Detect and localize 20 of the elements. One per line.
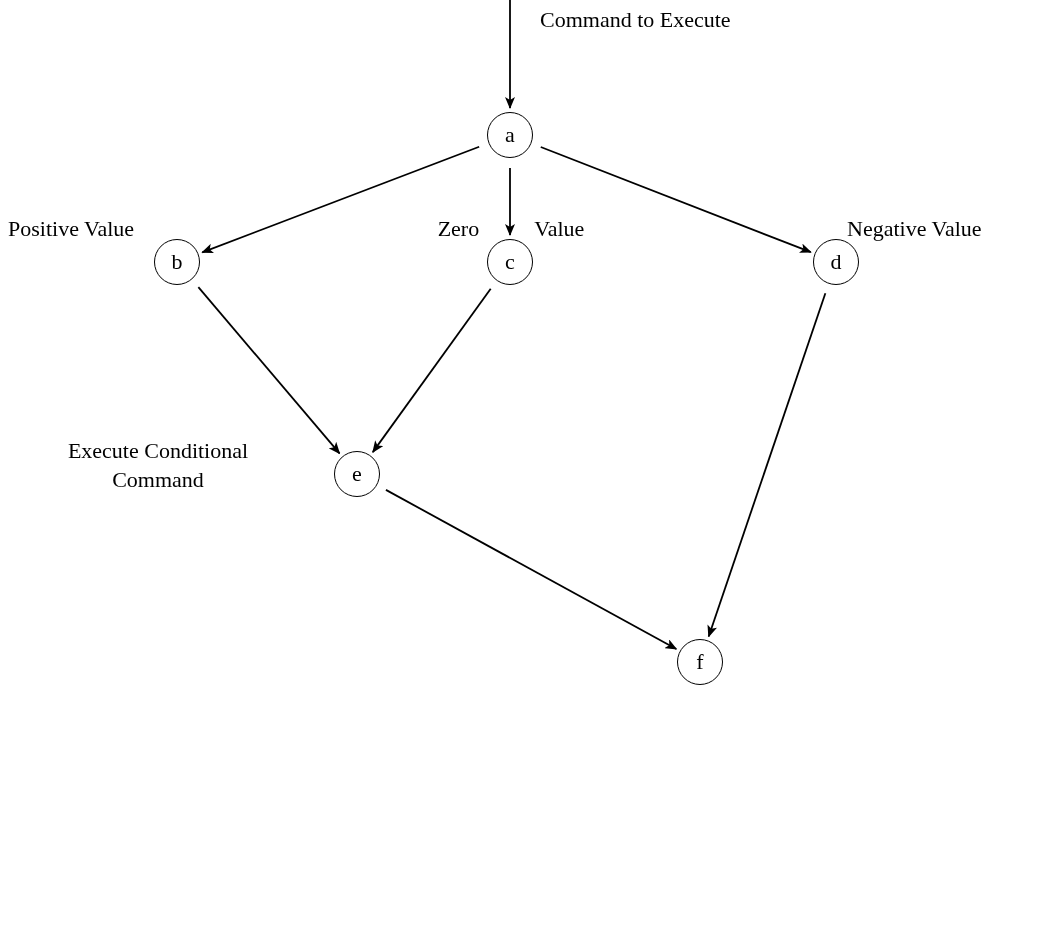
- node-label: a: [505, 124, 515, 146]
- arrow: [505, 167, 515, 236]
- node-caption: Execute Conditional Command: [66, 437, 250, 494]
- node-circle: [677, 639, 723, 685]
- arrow: [197, 286, 341, 455]
- node-caption: Negative Value: [847, 215, 983, 243]
- node-label: e: [352, 463, 362, 485]
- arrow: [505, 0, 515, 109]
- node-caption: Positive Value: [8, 215, 136, 243]
- node-label: f: [696, 651, 704, 673]
- node-label: d: [830, 251, 842, 273]
- arrow: [371, 287, 492, 453]
- node-circle: [487, 112, 533, 158]
- arrow: [707, 292, 827, 638]
- node-label: c: [505, 251, 515, 273]
- node-caption: Zero Value: [436, 215, 586, 243]
- arrow: [201, 145, 481, 254]
- arrow: [539, 146, 812, 254]
- arrow: [385, 488, 678, 650]
- node-label: b: [171, 251, 183, 273]
